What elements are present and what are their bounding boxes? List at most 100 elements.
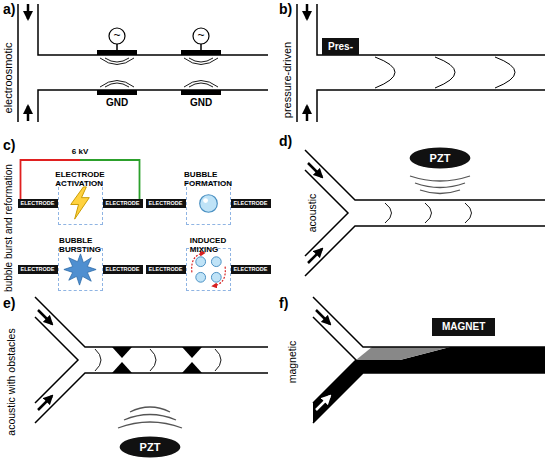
node-text: PZT [119, 436, 181, 453]
flow-curve [105, 83, 129, 87]
stage-illustration [187, 183, 230, 224]
inlet-arrow [27, 4, 30, 19]
flow-curve [184, 81, 218, 88]
ground-plate [97, 90, 137, 95]
stage-heading: BUBBLE BURSTING [59, 236, 101, 254]
acoustic-wave [124, 415, 176, 421]
stage-illustration [187, 183, 230, 224]
inlet-arrow [316, 396, 330, 410]
panel-letter: c) [3, 138, 15, 153]
flow-curve [184, 58, 218, 65]
pzt-transducer: PZT [119, 436, 181, 458]
flow-curve [100, 81, 134, 88]
flow-curve [95, 349, 101, 371]
ac-source [109, 28, 125, 44]
t-channel [297, 4, 545, 122]
acoustic-wave [420, 190, 460, 194]
stage-illustration [59, 249, 102, 290]
pressure-panel [297, 4, 545, 122]
pzt-transducer: PZT [409, 147, 471, 169]
node-text: MAGNET [442, 321, 485, 333]
obstacle [112, 362, 132, 373]
panel-letter: d) [279, 134, 292, 149]
panel-letter: e) [3, 296, 15, 311]
electrode-bar: ELECTRODE [146, 265, 186, 273]
ac-wire [200, 44, 202, 50]
stage-box: INDUCED MIXING [186, 248, 231, 291]
ac-source [193, 28, 209, 44]
flow-curve [425, 203, 432, 223]
stage-illustration [187, 249, 230, 290]
electrode-bar: ELECTRODE [18, 199, 58, 207]
node-text: ELECTRODE [20, 266, 56, 272]
node-text: PZT [409, 147, 471, 164]
stage-heading: BUBBLE FORMATION [184, 170, 232, 188]
acoustic-wave [118, 422, 182, 428]
stage-box: ELECTRODE ACTIVATION [58, 182, 103, 225]
flow-profile [435, 57, 455, 88]
node-text: ELECTRODE [20, 200, 56, 206]
voltage-label: 6 kV [70, 148, 90, 157]
t-channel [18, 4, 268, 122]
ac-wire [116, 44, 118, 50]
obstacle [112, 347, 132, 358]
flow-profile [375, 57, 515, 88]
ferrofluid [313, 347, 545, 423]
electrode-plate [181, 50, 221, 55]
flow-curve [150, 349, 156, 371]
method-label: pressure-driven [281, 42, 293, 118]
method-label: acoustic [307, 194, 319, 233]
method-label: bubble burst and reformation [3, 164, 14, 292]
obstacle-panel [35, 297, 268, 428]
stage-illustration [187, 249, 230, 290]
y-channel [313, 297, 545, 423]
stage-box: BUBBLE BURSTING [58, 248, 103, 291]
ac-symbol: ~ [197, 29, 204, 42]
panel-letter: f) [279, 296, 288, 311]
pzt-outline [410, 147, 471, 168]
flow-curve [215, 349, 221, 371]
flow-curve [189, 58, 213, 62]
acoustic-wave [118, 407, 182, 428]
electrode-bar: ELECTRODE [146, 199, 186, 207]
flow-curve [105, 58, 129, 62]
stage-illustration [59, 249, 102, 290]
electrode-bar: ELECTRODE [103, 199, 143, 207]
obstacle [112, 347, 202, 373]
y-channel [305, 150, 545, 276]
acoustic-wave [410, 176, 470, 194]
stage-heading: ELECTRODE ACTIVATION [55, 170, 104, 188]
stage-box: BUBBLE FORMATION [186, 182, 231, 225]
flow-curve [385, 203, 392, 223]
panel-letter: a) [3, 2, 15, 17]
stage-illustration [59, 183, 102, 224]
flow-profile [375, 57, 395, 88]
inlet-arrow [308, 163, 322, 177]
inlet-arrow [308, 249, 322, 263]
label-block: MAGNET [432, 318, 495, 336]
method-label: magnetic [287, 341, 299, 384]
inlet-arrow [27, 106, 30, 121]
panel-letter: b) [279, 2, 292, 17]
electrode-bar: ELECTRODE [103, 265, 143, 273]
mixing-zone [356, 347, 450, 360]
acoustic-panel [305, 150, 545, 276]
ground-label: GND [106, 97, 128, 108]
node-text: ELECTRODE [148, 266, 184, 272]
flow-curve [100, 58, 218, 87]
node-text: ELECTRODE [148, 200, 184, 206]
magnetic-panel [313, 297, 545, 423]
flow-curve [189, 83, 213, 87]
electroosmotic-panel [18, 4, 268, 122]
ground-plate [181, 90, 221, 95]
ac-symbol: ~ [113, 29, 120, 42]
ground-label: GND [190, 97, 212, 108]
label-block: Pres- [322, 38, 359, 56]
method-label: acoustic with obstacles [6, 328, 18, 435]
flow-curve [465, 203, 472, 223]
node-text: ELECTRODE [105, 200, 141, 206]
obstacle [182, 347, 202, 358]
